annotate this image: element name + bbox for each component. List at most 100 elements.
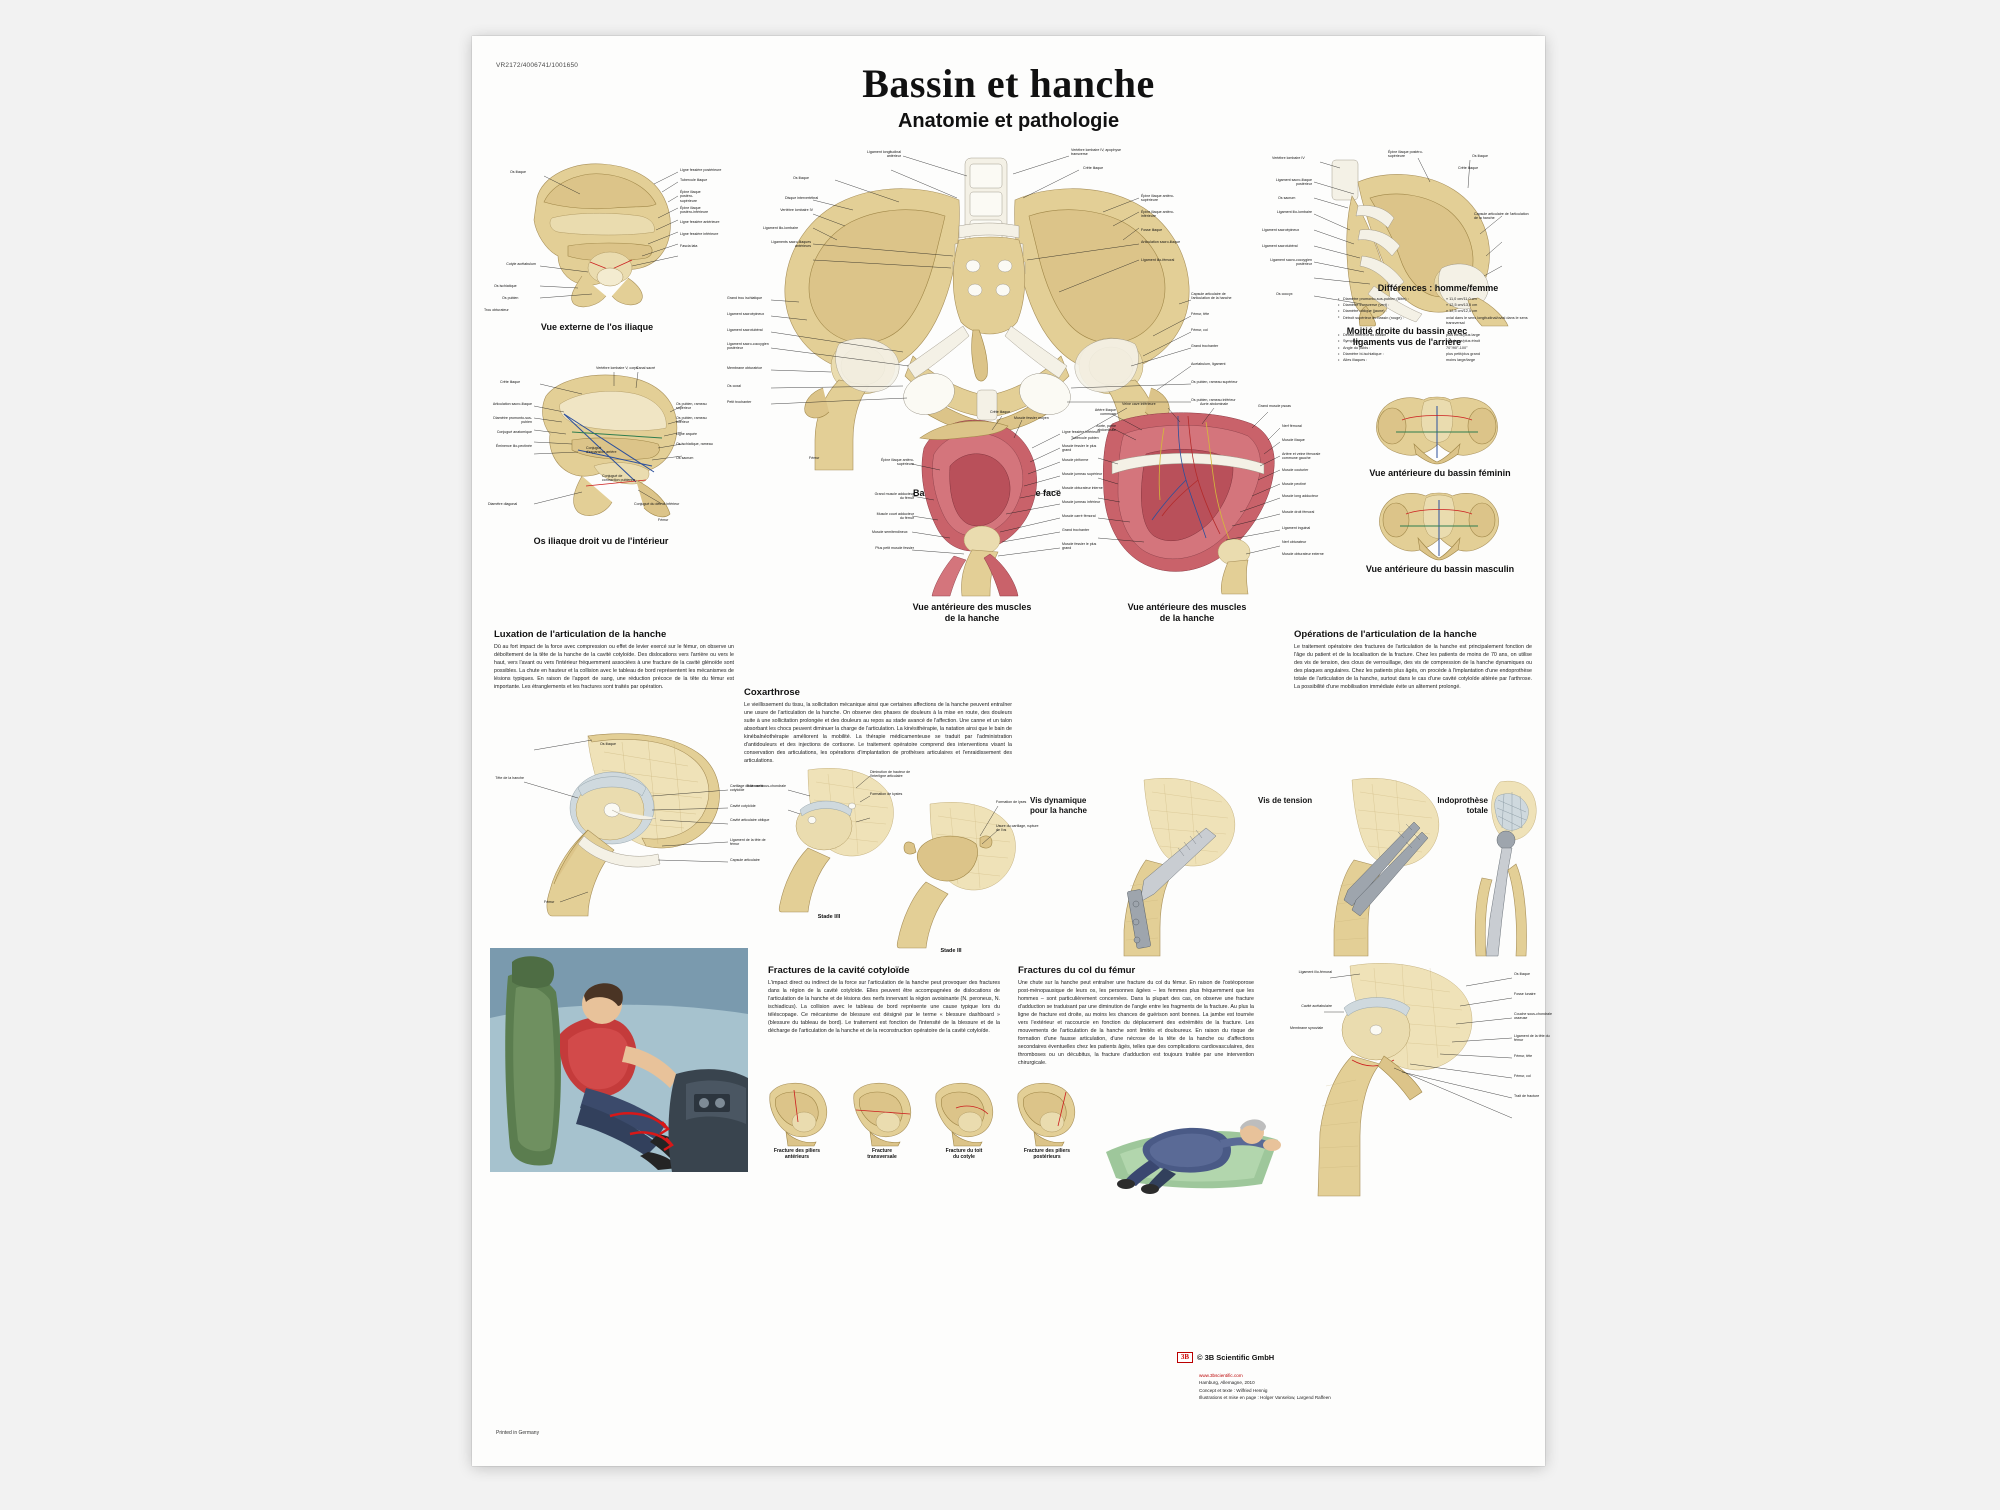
label-ligament-ilio-lombaire-post: Ligament ilio-lombaire	[1276, 210, 1312, 214]
label-muscle-long-adducteur: Muscle long adducteur	[1282, 494, 1319, 498]
figure-car-accident	[490, 948, 748, 1172]
pelvis-male-illustration	[1379, 492, 1499, 561]
label-os-iliaque-fx: Os iliaque	[1514, 972, 1530, 976]
label-vertebre-l5: Vertèbre lombaire V, corps	[596, 366, 639, 370]
section-fractures-col-body: Une chute sur la hanche peut entraîner u…	[1018, 980, 1254, 1066]
page-title: Bassin et hanche	[862, 61, 1155, 106]
coxarthrose-stage3-leaders	[979, 805, 999, 845]
label-fosse-iliaque: Fosse iliaque	[1141, 228, 1163, 232]
label-cavite-acetabulaire: Cavité acétabulaire	[1301, 1004, 1332, 1008]
caption-muscles-right: Vue antérieure des muscles de la hanche	[1127, 602, 1247, 624]
label-formation-lyses: Formation de lyses	[996, 800, 1027, 804]
caption-iliac-external: Vue externe de l'os iliaque	[540, 322, 654, 332]
brand-website[interactable]: www.3bscientific.com	[1199, 1373, 1243, 1378]
section-operations-heading: Opérations de l'articulation de la hanch…	[1294, 629, 1477, 640]
label-disque: Disque intervertébral	[785, 196, 819, 200]
label-femur-col-fx: Fémur, col	[1514, 1074, 1531, 1078]
diff-row: Diamètre promonto-sus-pubien (Bltm) :« 1…	[1338, 295, 1538, 302]
label-ligaments-sacro-ant: Ligaments sacro-iliaques antérieurs	[771, 240, 811, 249]
coxarthrose-stage3-illustration	[896, 802, 1016, 949]
figure-fracture-type-2	[844, 1078, 918, 1147]
coxarthrose-stage1-illustration	[778, 768, 894, 913]
label-muscle-couturier: Muscle couturier	[1282, 468, 1309, 472]
muscles-right-illustration	[1103, 412, 1275, 595]
pelvis-posterior-leaders	[1313, 157, 1503, 305]
label-ligne-fessiere-posterieure: Ligne fessière postérieure	[680, 168, 722, 172]
label-fascia-lata: Fascia lata	[680, 244, 698, 248]
label-fracture-type-4: Fracture des piliers postérieurs	[1023, 1148, 1071, 1161]
label-ligament-sacrotuberal: Ligament sacrotubéral	[727, 328, 763, 332]
figure-fracture-type-1	[760, 1078, 834, 1147]
label-ligne-fessiere-inferieure: Ligne fessière inférieure	[680, 232, 719, 236]
label-aorte-partie: Aorte, partie abdominale	[1096, 424, 1116, 433]
label-trou-obturateur: Trou obturateur	[484, 308, 509, 312]
iliac-internal-leaders	[533, 371, 683, 505]
label-conjugue-anatomique: Conjugué anatomique	[496, 430, 532, 434]
label-tubercule-iliaque: Tubercule iliaque	[680, 178, 708, 182]
label-grand-muscle-psoas: Grand muscle psoas	[1258, 404, 1291, 408]
label-tubercule-pubien: Tubercule pubien	[1071, 436, 1099, 440]
label-sclerose-sous-chondrale: Sclérose sous-chondrale	[746, 784, 786, 788]
fracture-type-3-illustration	[935, 1082, 993, 1147]
label-muscle-iliaque: Muscle iliaque	[1282, 438, 1305, 442]
iliac-external-illustration	[533, 163, 671, 308]
credit-line-2: Concept et texte : Wilfried Hennig	[1199, 1387, 1268, 1393]
label-ligament-tete-femur: Ligament de la tête de fémur	[730, 838, 766, 847]
label-muscle-droit-femoral: Muscle droit fémoral	[1282, 510, 1315, 514]
label-implant-tension-screw: Vis de tension	[1258, 796, 1313, 805]
section-operations-body: Le traitement opératoire des fractures d…	[1294, 644, 1532, 690]
femoral-neck-fracture-illustration	[1317, 963, 1473, 1197]
label-ligament-ilio-femoral: Ligament ilio-fémoral	[1141, 258, 1175, 262]
label-os-ischiatique-rameau: Os ischiatique, rameau	[676, 442, 713, 446]
label-muscle-carre-femoral: Muscle carré fémoral	[1062, 514, 1096, 518]
pelvis-posterior-illustration	[1331, 159, 1509, 327]
label-membrane-synoviale: Membrane synoviale	[1290, 1026, 1324, 1030]
label-os-pubien: Os pubien	[502, 296, 519, 300]
figure-iliac-external: Os iliaque Ligne fessière postérieure Tu…	[482, 146, 721, 316]
label-muscle-court-adducteur: Muscle court adducteur du fémur	[876, 512, 914, 521]
muscles-left-illustration	[919, 419, 1037, 597]
label-cavite-articulaire: Cavité articulaire oblique	[730, 818, 770, 822]
elderly-fall-illustration	[1106, 1119, 1281, 1194]
dynamic-hip-screw-illustration	[1123, 778, 1236, 957]
brand-name: © 3B Scientific GmbH	[1197, 1353, 1275, 1362]
fracture-type-2-illustration	[853, 1082, 911, 1147]
figure-implant-tension-screw	[1330, 776, 1448, 957]
brand-logo-icon: 3B	[1177, 1352, 1193, 1363]
section-operations: Opérations de l'articulation de la hanch…	[1294, 628, 1532, 692]
label-implant-dynamic-screw: Vis dynamique pour la hanche	[1030, 796, 1087, 815]
label-capsule-articulaire-ant: Capsule articulaire de l'articulation de…	[1191, 292, 1232, 301]
credits-block: www.3bscientific.com Hamburg, Allemagne,…	[1199, 1372, 1331, 1401]
label-capsule-articulaire-hip: Capsule articulaire	[730, 858, 760, 862]
label-artere-iliaque-commune: Artère iliaque commune	[1094, 408, 1116, 417]
label-ligament-sacroepineux-post: Ligament sacroépineux	[1262, 228, 1300, 232]
label-usure-cartilage: Usure du cartilage, rupture de l'os	[996, 824, 1039, 833]
caption-coxarthrose-stage1: Stade I/II	[817, 914, 841, 920]
figure-pelvis-posterior: Vertèbre lombaire IV Épine iliaque posté…	[1262, 146, 1532, 327]
label-muscle-obturateur-externe: Muscle obturateur externe	[1282, 552, 1324, 556]
label-grand-muscle-adducteur: Grand muscle adducteur du fémur	[874, 492, 914, 501]
label-muscle-fessier-grand: Muscle fessier le plus grand	[1062, 444, 1097, 453]
label-ligament-sacroepineux: Ligament sacroépineux	[727, 312, 765, 316]
figure-hip-joint-healthy: Os iliaque Tête de la hanche Cartilage d…	[492, 726, 769, 917]
hip-joint-healthy-leaders	[523, 739, 729, 903]
label-articulation-sacro-iliaque: Articulation sacro-iliaque	[492, 402, 532, 406]
label-conjugue-detroit-inf: Conjugué du détroit inférieur	[634, 502, 680, 506]
caption-iliac-internal: Os iliaque droit vu de l'intérieur	[533, 536, 669, 546]
label-muscle-fessier-grand2: Muscle fessier le plus grand	[1062, 542, 1097, 551]
section-fractures-col: Fractures du col du fémur Une chute sur …	[1018, 964, 1254, 1068]
muscles-left-leaders	[911, 415, 1061, 557]
label-crete-iliaque-m: Crête iliaque	[990, 410, 1011, 414]
iliac-external-leaders	[539, 171, 679, 299]
label-ligament-sacro-post: Ligament sacro-iliaque postérieur	[1275, 178, 1312, 187]
label-ligament-longitudinal: Ligament longitudinal antérieur	[867, 150, 901, 159]
label-muscle-jumeau-sup: Muscle jumeau supérieur	[1062, 472, 1103, 476]
label-fracture-type-3: Fracture du toit du cotyle	[945, 1148, 983, 1161]
label-crete-iliaque-post: Crête iliaque	[1458, 166, 1479, 170]
label-ligne-fessiere-anterieure: Ligne fessière antérieure	[680, 220, 720, 224]
anatomy-poster: VR2172/4006741/1001650 Bassin et hanche …	[472, 36, 1552, 1466]
differences-rows: Diamètre promonto-sus-pubien (Bltm) :« 1…	[1338, 295, 1538, 364]
printed-in: Printed in Germany	[496, 1430, 540, 1436]
label-eiai: Épine iliaque antéro-inférieure	[1141, 210, 1174, 219]
label-cartilage-cotyloide: Cartilage de la cavité cotyloïde	[730, 784, 764, 793]
